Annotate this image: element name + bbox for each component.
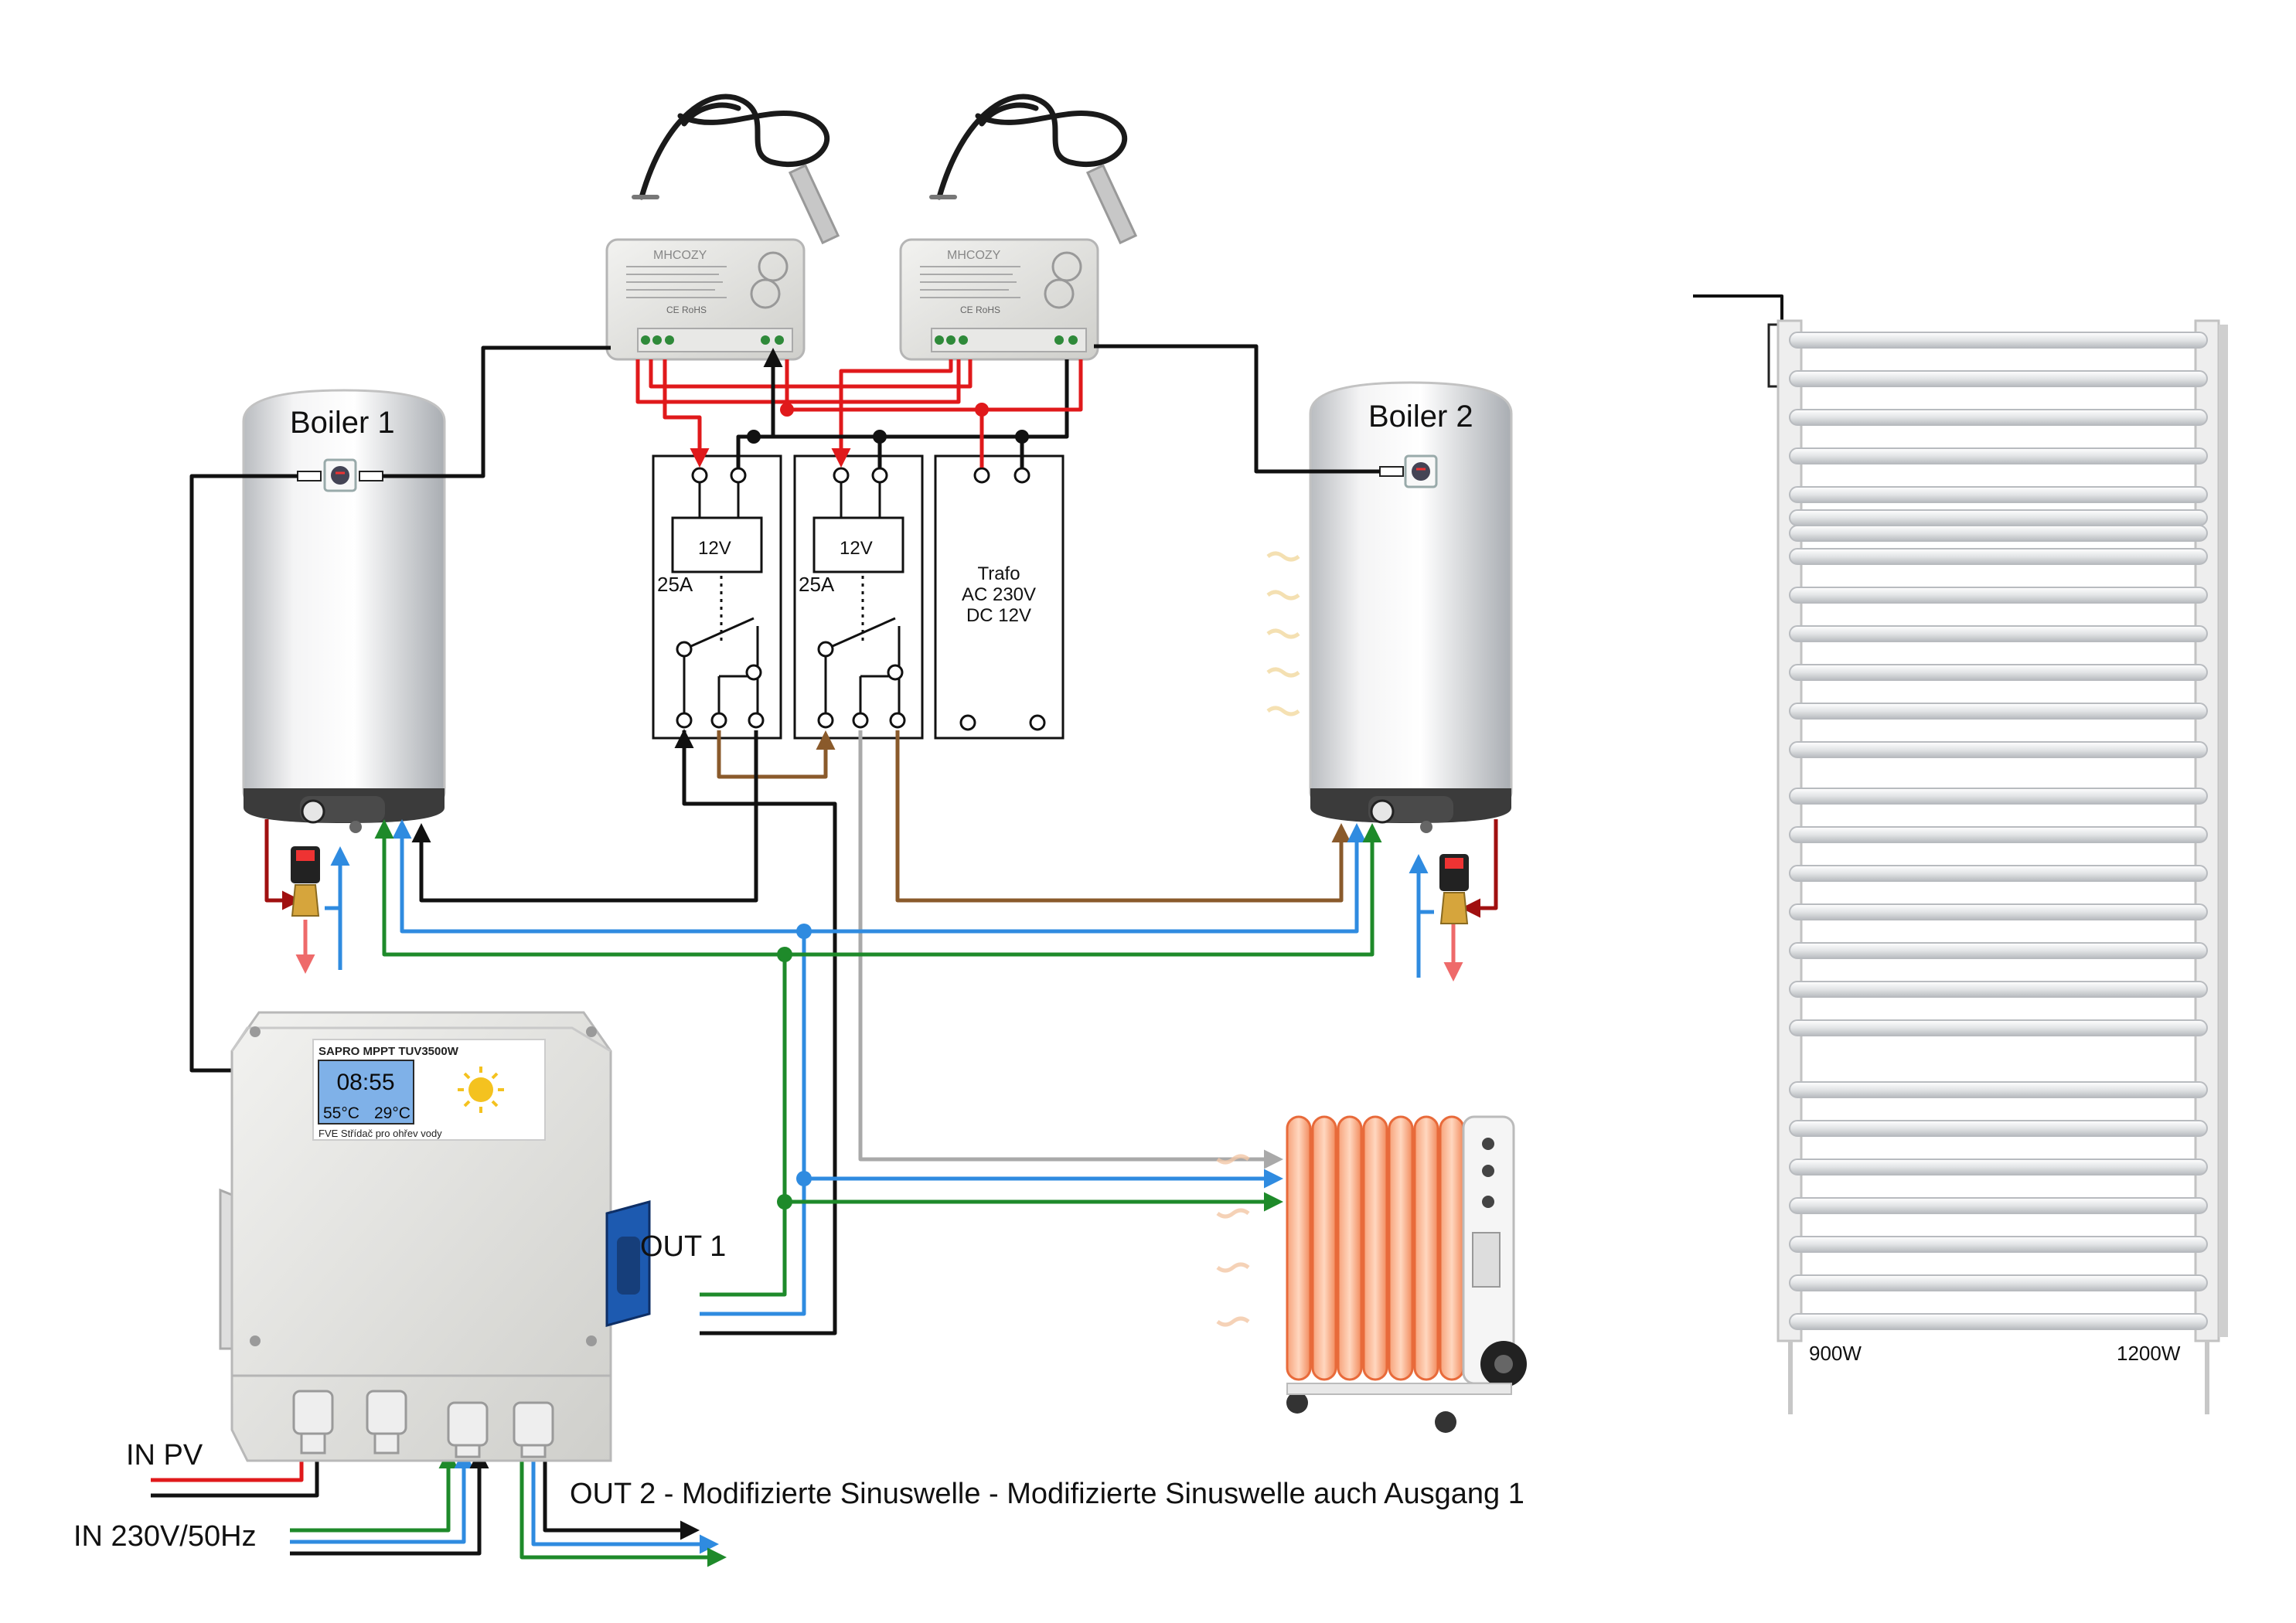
rail-bar xyxy=(1789,447,2208,464)
transformer: Trafo AC 230V DC 12V xyxy=(934,454,1065,740)
out-2-label: OUT 2 - Modifizierte Sinuswelle - Modifi… xyxy=(570,1478,1524,1510)
module-1-mark: CE RoHS xyxy=(666,305,707,315)
wires xyxy=(151,294,1783,1567)
relay-2-coil-label: 12V xyxy=(840,538,873,559)
boiler-2: Boiler 2 xyxy=(1266,381,1513,833)
boiler-2-label: Boiler 2 xyxy=(1368,400,1473,434)
rail-bar xyxy=(1789,1120,2208,1137)
oil-radiator xyxy=(1216,1115,1527,1433)
rail-label-900: 900W xyxy=(1809,1342,1862,1365)
wifi-module-2: MHCOZY CE RoHS xyxy=(899,238,1099,361)
in-ac-label: IN 230V/50Hz xyxy=(73,1520,257,1553)
relay-1-rating: 25A xyxy=(657,573,693,596)
trafo-line-1: Trafo xyxy=(977,563,1020,584)
in-pv-label: IN PV xyxy=(126,1439,203,1472)
rail-bar xyxy=(1789,664,2208,681)
rail-bar xyxy=(1789,525,2208,542)
rail-bar xyxy=(1789,788,2208,805)
module-2-mark: CE RoHS xyxy=(960,305,1000,315)
rail-bar xyxy=(1789,332,2208,349)
rail-bar xyxy=(1789,942,2208,959)
rail-bar xyxy=(1789,587,2208,604)
rail-bar xyxy=(1789,1019,2208,1036)
relay-2-rating: 25A xyxy=(799,573,835,596)
rail-label-1200: 1200W xyxy=(2117,1342,2181,1365)
rail-bar xyxy=(1789,409,2208,426)
rail-bars xyxy=(1789,332,2208,1330)
valve-boiler-1 xyxy=(291,846,320,917)
rail-bar xyxy=(1789,741,2208,758)
sun-icon xyxy=(458,1067,504,1113)
trafo-line-3: DC 12V xyxy=(966,605,1031,626)
trafo-line-2: AC 230V xyxy=(962,584,1036,605)
rail-bar xyxy=(1789,548,2208,565)
rail-bar xyxy=(1789,1081,2208,1098)
inverter-subtitle: FVE Střídač pro ohřev vody xyxy=(319,1128,442,1139)
rail-bar xyxy=(1789,903,2208,920)
towel-rail: 900W 1200W xyxy=(1767,319,2228,1414)
module-2-brand: MHCOZY xyxy=(947,249,1001,262)
relay-1-coil-label: 12V xyxy=(698,538,731,559)
inverter-title: SAPRO MPPT TUV3500W xyxy=(319,1045,459,1058)
inverter-temp-2: 29°C xyxy=(374,1104,410,1122)
temperature-probe-1 xyxy=(632,94,840,245)
heat-glow-left xyxy=(1266,551,1300,716)
rail-bar xyxy=(1789,981,2208,998)
rail-bar xyxy=(1789,1159,2208,1176)
relay-1: 12V 25A xyxy=(652,454,782,740)
cable-glands xyxy=(292,1390,554,1458)
rail-bar xyxy=(1789,1274,2208,1291)
rail-bar xyxy=(1789,1313,2208,1330)
wifi-module-1: MHCOZY CE RoHS xyxy=(605,238,806,361)
mppt-inverter: SAPRO MPPT TUV3500W 08:55 55°C 29°C FVE … xyxy=(219,1011,651,1462)
rail-bar xyxy=(1789,1236,2208,1253)
module-1-brand: MHCOZY xyxy=(653,249,707,262)
rail-bar xyxy=(1789,370,2208,387)
out-1-label: OUT 1 xyxy=(640,1230,726,1263)
rail-bar xyxy=(1789,625,2208,642)
boiler-1: Boiler 1 xyxy=(242,389,446,833)
relay-2: 12V 25A xyxy=(793,454,924,740)
rail-bar xyxy=(1789,509,2208,526)
temperature-probe-2 xyxy=(929,94,1138,245)
rail-bar xyxy=(1789,865,2208,882)
rail-bar xyxy=(1789,826,2208,843)
rail-bar xyxy=(1789,1197,2208,1214)
inverter-time: 08:55 xyxy=(336,1070,394,1095)
inverter-temp-1: 55°C xyxy=(323,1104,359,1122)
boiler-1-label: Boiler 1 xyxy=(290,406,395,440)
rail-bar xyxy=(1789,486,2208,503)
valve-boiler-2 xyxy=(1439,854,1469,924)
rail-bar xyxy=(1789,703,2208,720)
